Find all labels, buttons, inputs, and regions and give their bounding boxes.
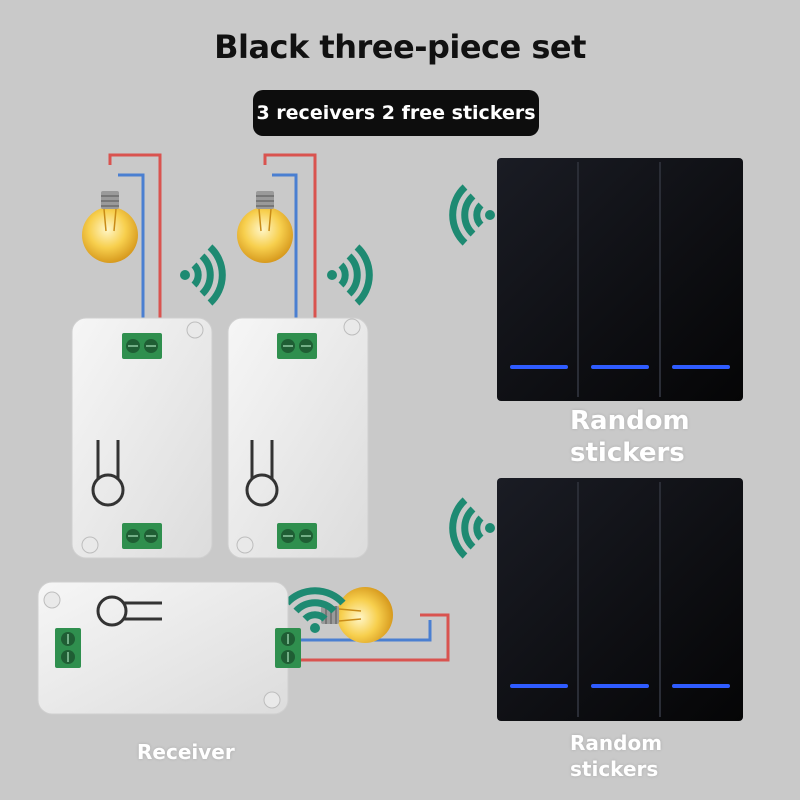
- label-line: Random: [570, 406, 690, 436]
- random-stickers-label: Random stickers: [570, 405, 730, 469]
- random-stickers-label: Random stickers: [570, 730, 710, 782]
- label-line: stickers: [570, 438, 685, 468]
- wall-switch-panel: [497, 478, 743, 721]
- receiver-module: [37, 581, 302, 715]
- wires-bottom: [280, 613, 450, 662]
- receiver-label: Receiver: [137, 740, 235, 764]
- wires-middle: [263, 153, 317, 320]
- wifi-signal-icon: [453, 500, 495, 556]
- light-bulb-icon: [236, 190, 294, 264]
- label-line: stickers: [570, 757, 659, 781]
- receiver-module: [71, 317, 213, 559]
- light-bulb-icon: [81, 190, 139, 264]
- wifi-signal-icon: [327, 247, 369, 303]
- wifi-signal-icon: [453, 187, 495, 243]
- wall-switch-panel: [497, 158, 743, 401]
- wifi-signal-icon: [180, 247, 222, 303]
- badge: 3 receivers 2 free stickers: [253, 90, 539, 136]
- page-title: Black three-piece set: [214, 28, 586, 66]
- receiver-module: [227, 317, 369, 559]
- wires-left: [108, 153, 162, 320]
- label-line: Random: [570, 731, 663, 755]
